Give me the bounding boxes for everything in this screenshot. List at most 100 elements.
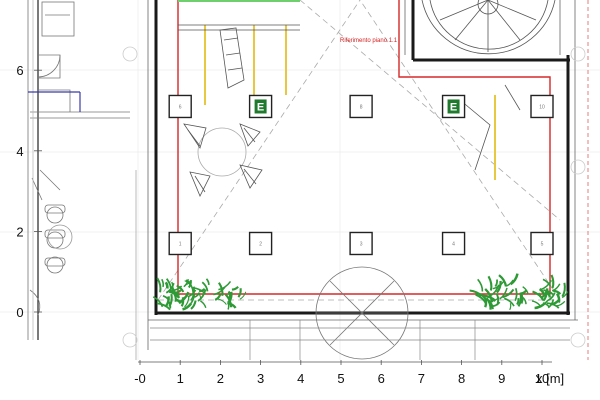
shrub-leaf	[231, 285, 239, 291]
reference-annotation: Riferimento piano 1.1	[340, 38, 398, 44]
blue-markers	[28, 91, 81, 112]
yellow-marks	[204, 25, 496, 180]
shrub-leaf	[197, 289, 207, 302]
shrub-leaf	[199, 288, 206, 293]
y-tick-label: 2	[16, 224, 23, 239]
shrub-leaf	[503, 297, 515, 307]
square-marker	[248, 231, 273, 256]
shrub-leaf	[217, 298, 227, 305]
shrub-leaf	[156, 302, 171, 311]
shrub-leaf	[183, 279, 190, 288]
shrub-leaf	[532, 290, 545, 301]
shrub-leaf	[168, 290, 181, 299]
shrub-leaf	[162, 294, 170, 301]
furniture	[178, 24, 521, 197]
shrub-leaf	[482, 294, 497, 302]
shrub-leaf	[485, 297, 492, 310]
shrub-leaf	[218, 280, 232, 291]
x-tick-label: 2	[217, 371, 224, 386]
shrubs	[152, 273, 568, 311]
shrub-leaf	[535, 299, 549, 309]
background-grid	[0, 0, 600, 360]
shrub-leaf	[546, 302, 560, 309]
square-marker	[441, 231, 466, 256]
x-tick-label: 8	[458, 371, 465, 386]
marker-number: 2	[259, 241, 262, 247]
shrub-leaf	[180, 297, 185, 307]
shrub-leaf	[190, 300, 197, 310]
shrub-leaf	[495, 293, 500, 306]
shrub-leaf	[538, 292, 542, 299]
marker-number: 8	[360, 104, 363, 110]
marker-number: 5	[541, 241, 544, 247]
shrub-leaf	[200, 300, 207, 309]
shrub-leaf	[509, 273, 519, 286]
shrub-leaf	[531, 300, 541, 307]
left-side-details	[27, 0, 130, 340]
shrub-leaf	[538, 288, 545, 295]
shrub-leaf	[551, 283, 561, 292]
square-marker	[168, 231, 192, 256]
shrub-leaf	[176, 284, 185, 293]
shrub-leaf	[475, 293, 487, 305]
marker-number: 10	[539, 104, 545, 110]
shrub-leaf	[185, 279, 192, 286]
y-tick-label: 0	[16, 305, 23, 320]
shrub-leaf	[187, 289, 197, 298]
shrub-leaf	[561, 282, 566, 298]
shrub-leaf	[489, 284, 500, 297]
shrub-leaf	[561, 291, 568, 299]
shrub-leaf	[547, 292, 556, 301]
shrub-leaf	[224, 293, 233, 308]
shrub-leaf	[502, 288, 515, 299]
shrub-leaf	[556, 300, 566, 307]
shrub-leaf	[556, 292, 561, 303]
bottom-door-swing	[315, 266, 409, 360]
shrub-leaf	[514, 288, 518, 302]
shrub-leaf	[494, 279, 498, 287]
shrub-leaf	[165, 278, 172, 292]
shrub-leaf	[214, 293, 222, 301]
shrub-leaf	[487, 299, 494, 310]
shrub-leaf	[499, 287, 508, 300]
shrub-leaf	[165, 296, 170, 307]
shrub-leaf	[487, 275, 493, 291]
shrub-leaf	[156, 277, 162, 293]
shrub-leaf	[152, 296, 164, 308]
x-tick-label: 10	[535, 371, 549, 386]
spiral-stair	[421, 0, 556, 55]
shrub-leaf	[197, 292, 202, 299]
x-tick-label: 5	[337, 371, 344, 386]
shrub-leaf	[550, 274, 555, 289]
x-tick-label: -0	[134, 371, 146, 386]
x-tick-label: 9	[498, 371, 505, 386]
shrub-leaf	[218, 282, 224, 296]
shrub-leaf	[168, 293, 173, 308]
shrub-leaf	[516, 297, 520, 306]
shrub-leaf	[205, 278, 210, 285]
marker-number: 6	[179, 104, 182, 110]
x-axis-unit-label: x [m]	[536, 371, 564, 386]
exit-sign-label: E	[450, 101, 457, 113]
shrub-leaf	[213, 286, 226, 296]
square-marker	[530, 94, 554, 119]
shrub-leaf	[469, 289, 483, 297]
shrub-leaf	[187, 294, 196, 308]
marker-number: 1	[179, 241, 182, 247]
bottom-wall-detail	[150, 320, 570, 360]
square-marker	[349, 231, 373, 256]
shrub-leaf	[495, 280, 502, 294]
shrub-leaf	[165, 282, 175, 294]
x-tick-label: 4	[297, 371, 304, 386]
shrub-leaf	[543, 289, 554, 296]
square-marker	[530, 231, 554, 256]
square-marker	[349, 94, 373, 119]
shrub-leaf	[522, 296, 527, 305]
shrub-leaf	[541, 288, 549, 299]
y-tick-label: 4	[16, 144, 23, 159]
shrub-leaf	[164, 281, 169, 289]
x-tick-label: 6	[378, 371, 385, 386]
